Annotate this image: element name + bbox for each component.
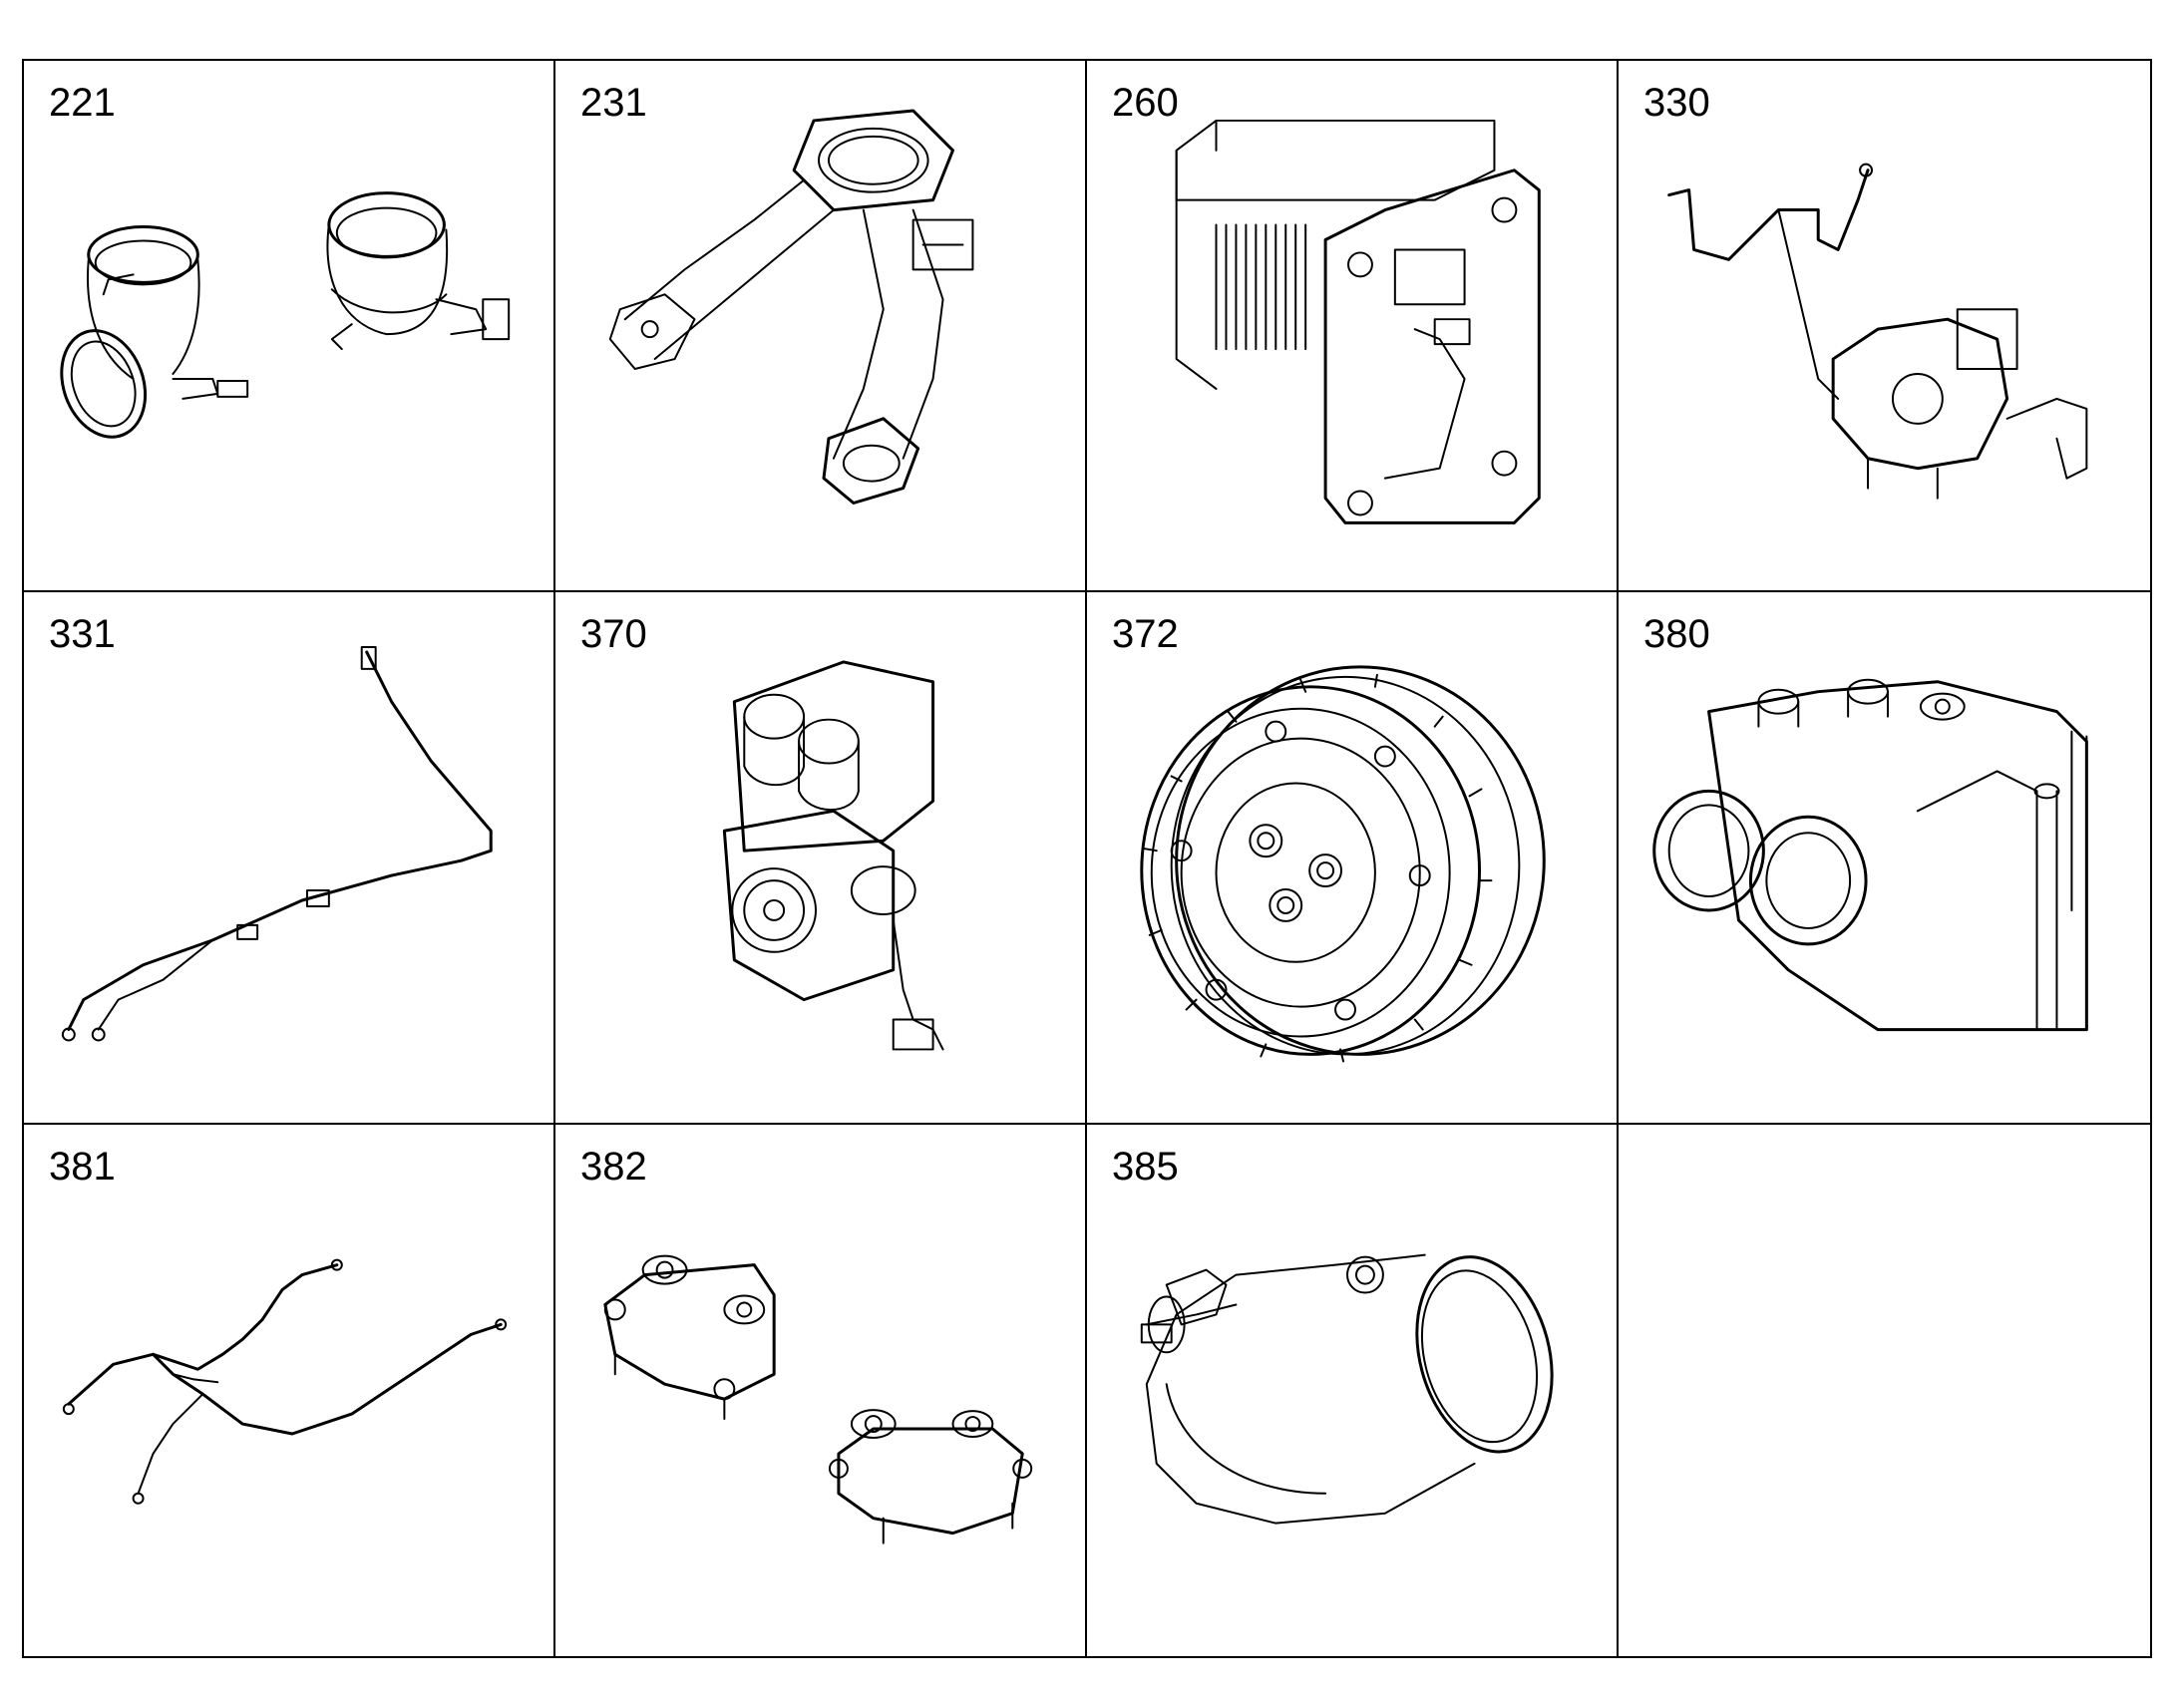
pump-with-lines-icon <box>1667 163 2088 500</box>
high-pressure-pump-icon <box>722 660 944 1051</box>
part-number: 370 <box>580 612 647 657</box>
part-number: 221 <box>49 81 116 125</box>
part-cell-382: 382 <box>555 1124 1087 1656</box>
wiring-harness-icon <box>62 1258 508 1505</box>
empty-cell <box>1619 1125 2150 1656</box>
part-cell-370: 370 <box>555 592 1087 1125</box>
part-cell-231: 231 <box>555 61 1087 593</box>
pump-housing-icon <box>1652 679 2088 1032</box>
part-cell-260: 260 <box>1087 61 1619 593</box>
parts-grid: 221 231 <box>22 59 2152 1658</box>
cooler-module-icon <box>1175 119 1541 524</box>
part-number: 385 <box>1112 1144 1179 1189</box>
part-cell-380: 380 <box>1619 592 2150 1125</box>
part-number: 381 <box>49 1144 116 1189</box>
elbow-pipe-icon <box>1140 1253 1554 1525</box>
part-cell-381: 381 <box>24 1124 555 1656</box>
double-gear-icon <box>1140 665 1546 1063</box>
throttle-housing-pair-icon <box>60 191 511 439</box>
part-number: 372 <box>1112 612 1179 657</box>
part-number: 330 <box>1643 81 1710 125</box>
part-number: 382 <box>580 1144 647 1189</box>
part-cell-372: 372 <box>1087 592 1619 1125</box>
part-cell-221: 221 <box>24 61 555 593</box>
part-number: 231 <box>580 81 647 125</box>
part-cell-385: 385 <box>1087 1124 1619 1656</box>
part-number: 331 <box>49 612 116 657</box>
part-number: 260 <box>1112 81 1179 125</box>
fuel-line-harness-icon <box>61 646 493 1042</box>
valve-block-pair-icon <box>603 1254 1033 1544</box>
part-cell-331: 331 <box>24 592 555 1125</box>
intake-manifold-icon <box>608 109 974 505</box>
part-cell-330: 330 <box>1619 61 2150 593</box>
part-number: 380 <box>1643 612 1710 657</box>
